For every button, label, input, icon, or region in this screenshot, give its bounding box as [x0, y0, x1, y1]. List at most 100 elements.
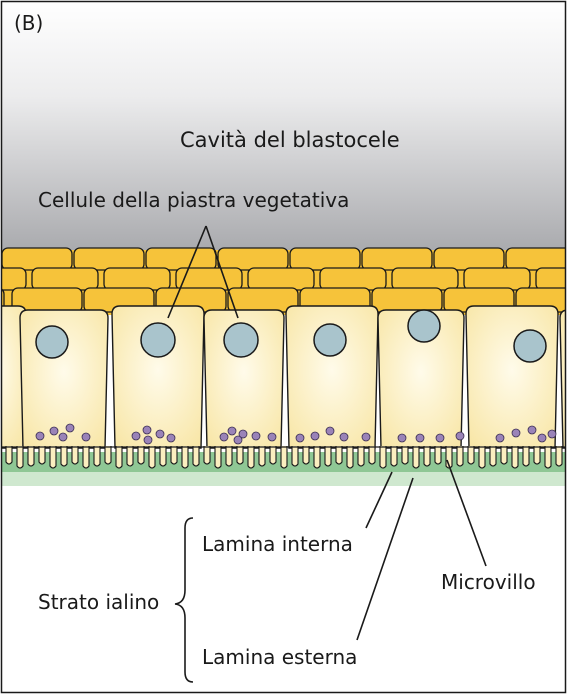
apical-tile [146, 248, 216, 270]
microvillus-icon [369, 446, 375, 464]
microvillus-icon [545, 446, 551, 468]
microvillus-icon [325, 446, 331, 466]
microvillus-icon [204, 446, 210, 464]
granule-icon [268, 433, 276, 441]
granule-icon [512, 429, 520, 437]
microvillus-icon [424, 446, 430, 466]
microvillus-icon [259, 446, 265, 466]
nucleus-icon [314, 324, 346, 356]
inner-lamina-label: Lamina interna [202, 532, 353, 556]
microvillus-icon [39, 446, 45, 464]
microvillus-icon [435, 446, 441, 464]
apical-tile [0, 268, 26, 290]
hyaline-layer-label: Strato ialino [38, 590, 159, 614]
apical-tile [290, 248, 360, 270]
granule-icon [436, 434, 444, 442]
microvillus-icon [534, 446, 540, 464]
microvillus-icon [457, 446, 463, 466]
granule-icon [528, 426, 536, 434]
microvillus-label: Microvillo [441, 570, 536, 594]
granule-icon [326, 427, 334, 435]
apical-tile [372, 288, 442, 312]
microvillus-icon [127, 446, 133, 466]
granule-icon [234, 436, 242, 444]
microvillus-icon [226, 446, 232, 466]
granule-icon [296, 434, 304, 442]
microvillus-icon [391, 446, 397, 466]
apical-tile [176, 268, 242, 290]
apical-tile [218, 248, 288, 270]
microvillus-icon [314, 446, 320, 468]
granule-icon [416, 434, 424, 442]
granule-icon [311, 432, 319, 440]
granule-icon [496, 434, 504, 442]
granule-icon [252, 432, 260, 440]
microvillus-icon [138, 446, 144, 464]
apical-tile [104, 268, 170, 290]
apical-tile [32, 268, 98, 290]
microvillus-icon [523, 446, 529, 466]
microvillus-icon [468, 446, 474, 464]
nucleus-icon [514, 330, 546, 362]
microvillus-icon [160, 446, 166, 466]
granule-icon [59, 433, 67, 441]
panel-letter: (B) [14, 11, 43, 35]
microvillus-icon [270, 446, 276, 464]
granule-icon [156, 430, 164, 438]
granule-icon [340, 433, 348, 441]
granule-icon [362, 433, 370, 441]
microvillus-icon [237, 446, 243, 464]
microvilli-row [0, 446, 567, 468]
granule-icon [398, 434, 406, 442]
columnar-cells [0, 306, 567, 448]
nucleus-icon [141, 323, 175, 357]
outer-lamina-label: Lamina esterna [202, 645, 357, 669]
granule-icon [36, 432, 44, 440]
microvillus-icon [94, 446, 100, 466]
granule-icon [228, 427, 236, 435]
microvillus-icon [281, 446, 287, 468]
microvillus-icon [413, 446, 419, 468]
apical-cell-tiles [0, 248, 567, 312]
microvillus-icon [171, 446, 177, 464]
microvillus-icon [512, 446, 518, 468]
granule-icon [456, 432, 464, 440]
blastocoel-label: Cavità del blastocele [180, 128, 400, 152]
microvillus-icon [83, 446, 89, 468]
microvillus-icon [105, 446, 111, 464]
apical-tile [320, 268, 386, 290]
microvillus-icon [358, 446, 364, 466]
microvillus-icon [380, 446, 386, 468]
vegetal-plate-cells-label: Cellule della piastra vegetativa [38, 188, 349, 212]
granule-icon [50, 427, 58, 435]
microvillus-icon [215, 446, 221, 468]
apical-tile [536, 268, 567, 290]
nucleus-icon [224, 323, 258, 357]
microvillus-icon [479, 446, 485, 468]
apical-tile [248, 268, 314, 290]
microvillus-icon [292, 446, 298, 466]
microvillus-icon [61, 446, 67, 466]
apical-tile [362, 248, 432, 270]
apical-tile [2, 248, 72, 270]
nucleus-icon [408, 310, 440, 342]
granule-icon [167, 434, 175, 442]
microvillus-icon [182, 446, 188, 468]
apical-tile [392, 268, 458, 290]
granule-icon [144, 436, 152, 444]
microvillus-icon [347, 446, 353, 468]
granule-icon [132, 432, 140, 440]
apical-tile [506, 248, 567, 270]
granule-icon [66, 424, 74, 432]
microvillus-icon [248, 446, 254, 468]
columnar-cell [466, 306, 558, 448]
microvillus-icon [501, 446, 507, 464]
microvillus-icon [336, 446, 342, 464]
microvillus-icon [149, 446, 155, 468]
microvillus-icon [72, 446, 78, 464]
microvillus-icon [6, 446, 12, 464]
granule-icon [538, 434, 546, 442]
apical-tile [74, 248, 144, 270]
granule-icon [220, 433, 228, 441]
microvillus-icon [193, 446, 199, 466]
